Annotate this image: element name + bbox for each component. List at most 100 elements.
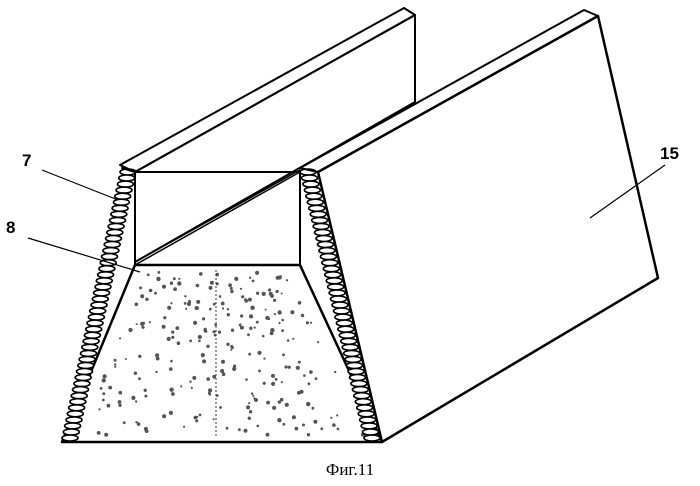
filler-dot: [303, 374, 306, 377]
filler-dot: [177, 341, 181, 345]
coil-loop: [65, 423, 81, 429]
filler-dot: [296, 366, 300, 370]
filler-dot: [201, 353, 205, 357]
coil-loop: [328, 284, 344, 290]
back-wall-plate: [120, 8, 415, 262]
filler-dot: [184, 302, 187, 305]
coil-loop: [342, 344, 358, 350]
filler-dot: [170, 360, 173, 363]
filler-dot: [196, 284, 200, 288]
coil-loop: [363, 429, 379, 435]
filler-dot: [245, 378, 248, 381]
filler-dot: [306, 321, 309, 324]
filler-dot: [209, 286, 213, 290]
filler-dot: [298, 301, 302, 305]
filler-dot: [189, 381, 191, 383]
coil-loop: [102, 254, 118, 260]
filler-dot: [308, 382, 311, 385]
filler-dot: [290, 310, 294, 314]
coil-loop: [62, 435, 78, 441]
filler-dot: [247, 333, 250, 336]
coil-loop: [320, 254, 336, 260]
filler-dot: [266, 433, 270, 437]
filler-dot: [248, 298, 252, 302]
filler-dot: [244, 298, 248, 302]
filler-dot: [334, 371, 336, 373]
filler-dot: [135, 400, 137, 402]
filler-dot: [144, 395, 147, 398]
coil-loop: [354, 393, 370, 399]
coil-loop: [98, 272, 114, 278]
filler-dot: [185, 308, 187, 310]
filler-dot: [169, 411, 173, 415]
coil-loop: [71, 393, 87, 399]
coil-loop: [99, 266, 115, 272]
filler-dot: [262, 292, 266, 296]
coil-loop: [312, 217, 328, 223]
coil-loop: [112, 205, 128, 211]
filler-dot: [199, 414, 202, 417]
coil-loop: [351, 381, 367, 387]
filler-dot: [114, 363, 116, 365]
coil-loop: [310, 211, 326, 217]
coil-loop: [111, 211, 127, 217]
filler-dot: [285, 365, 288, 368]
coil-loop: [322, 260, 338, 266]
filler-dot: [276, 290, 279, 293]
filler-dot: [287, 339, 290, 342]
filler-dot: [271, 382, 275, 386]
filler-dot: [195, 419, 198, 422]
filler-dot: [103, 374, 107, 378]
filler-dot: [158, 271, 161, 274]
coil-loop: [79, 356, 95, 362]
filler-dot: [119, 337, 121, 339]
filler-dot: [102, 378, 106, 382]
filler-dot: [175, 326, 179, 330]
filler-dot: [188, 300, 191, 303]
filler-dot: [108, 386, 112, 390]
filler-dot: [300, 390, 304, 394]
filler-dot: [251, 392, 253, 394]
filler-dot: [131, 396, 135, 400]
coil-loop: [338, 326, 354, 332]
filler-dot: [281, 381, 283, 383]
coil-loop: [350, 375, 366, 381]
coil-loop: [318, 242, 334, 248]
filler-dot: [337, 428, 340, 431]
coil-loop: [77, 369, 93, 375]
filler-dot: [144, 427, 148, 431]
filler-dot: [202, 359, 206, 363]
filler-dot: [183, 426, 185, 428]
filler-dot: [180, 385, 182, 387]
filler-dot: [118, 400, 122, 404]
filler-dot: [292, 415, 296, 419]
filler-dot: [198, 340, 201, 343]
filler-dot: [100, 387, 103, 390]
filler-dot: [195, 306, 199, 310]
coil-loop: [94, 290, 110, 296]
filler-dot: [173, 277, 176, 280]
filler-dot: [171, 331, 174, 334]
filler-dot: [275, 378, 278, 381]
filler-dot: [134, 372, 137, 375]
coil-loop: [119, 175, 135, 181]
filler-dot: [231, 329, 234, 332]
leader-line-15: [590, 165, 665, 218]
filler-dot: [250, 306, 254, 310]
filler-dot: [277, 310, 281, 314]
leader-line-7: [42, 170, 118, 200]
filler-dot: [149, 289, 153, 293]
filler-dot: [202, 317, 205, 320]
coil-loop: [103, 248, 119, 254]
filler-dot: [241, 295, 244, 298]
filler-dot: [309, 370, 313, 374]
coil-loop: [335, 314, 351, 320]
filler-dot: [330, 417, 332, 419]
coil-left-edge: [62, 169, 136, 441]
coil-loop: [302, 175, 318, 181]
filler-dot: [292, 338, 294, 340]
filler-dot: [212, 330, 215, 333]
filler-dot: [265, 309, 267, 311]
coil-loop: [355, 399, 371, 405]
coil-loop: [90, 308, 106, 314]
